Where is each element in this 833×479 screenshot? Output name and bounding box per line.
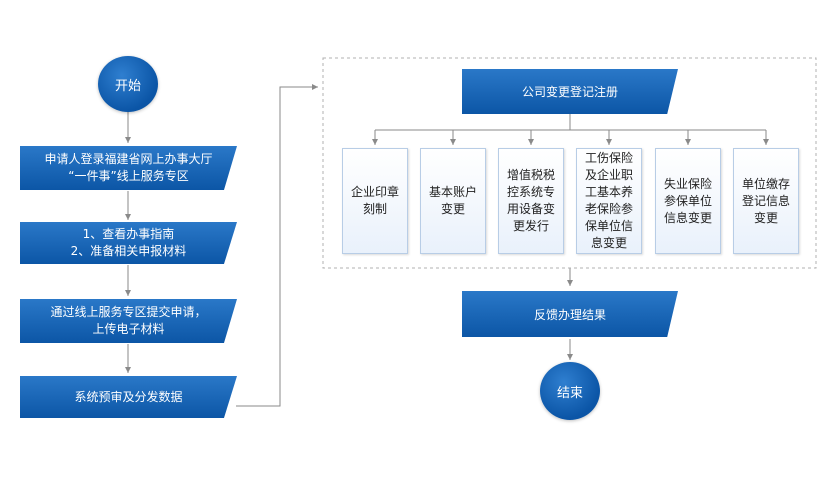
group-item-5: 失业保险 参保单位 信息变更	[655, 148, 721, 254]
group-item-3: 增值税税 控系统专 用设备变 更发行	[498, 148, 564, 254]
group-header-label: 公司变更登记注册	[521, 85, 618, 99]
arrow-step4-to-group	[236, 84, 318, 407]
group-item-6-label: 单位缴存 登记信息 变更	[741, 176, 790, 225]
step-1-line2: “一件事”线上服务专区	[68, 169, 189, 183]
group-item-1: 企业印章 刻制	[342, 148, 408, 254]
group-item-3-label: 增值税税 控系统专 用设备变 更发行	[506, 168, 555, 233]
step-1-line1: 申请人登录福建省网上办事大厅	[44, 152, 213, 166]
feedback-label: 反馈办理结果	[533, 307, 606, 322]
group-item-6: 单位缴存 登记信息 变更	[733, 148, 799, 254]
step-3: 通过线上服务专区提交申请， 上传电子材料	[20, 299, 237, 343]
end-label: 结束	[556, 385, 583, 401]
group-header: 公司变更登记注册	[462, 69, 678, 114]
step-4: 系统预审及分发数据	[20, 376, 237, 418]
group-item-2: 基本账户 变更	[420, 148, 486, 254]
group-item-1-label: 企业印章 刻制	[350, 185, 399, 216]
step-4-line1: 系统预审及分发数据	[74, 389, 183, 404]
group-item-2-label: 基本账户 变更	[428, 185, 477, 216]
group-dashed-border	[322, 57, 817, 269]
group-item-4-label: 工伤保险 及企业职 工基本养 老保险参 保单位信 息变更	[584, 151, 633, 250]
group-item-5-label: 失业保险 参保单位 信息变更	[663, 176, 712, 225]
step-3-line2: 上传电子材料	[92, 322, 165, 336]
step-2-line1: 1、查看办事指南	[82, 227, 175, 241]
group-item-4: 工伤保险 及企业职 工基本养 老保险参 保单位信 息变更	[576, 148, 642, 254]
feedback-node: 反馈办理结果	[462, 291, 678, 337]
step-3-line1: 通过线上服务专区提交申请，	[50, 305, 207, 319]
start-label: 开始	[114, 78, 141, 94]
end-node: 结束	[540, 362, 600, 420]
start-node: 开始	[98, 56, 158, 112]
step-1: 申请人登录福建省网上办事大厅 “一件事”线上服务专区	[20, 146, 237, 190]
step-2: 1、查看办事指南 2、准备相关申报材料	[20, 222, 237, 264]
step-2-line2: 2、准备相关申报材料	[70, 244, 187, 258]
